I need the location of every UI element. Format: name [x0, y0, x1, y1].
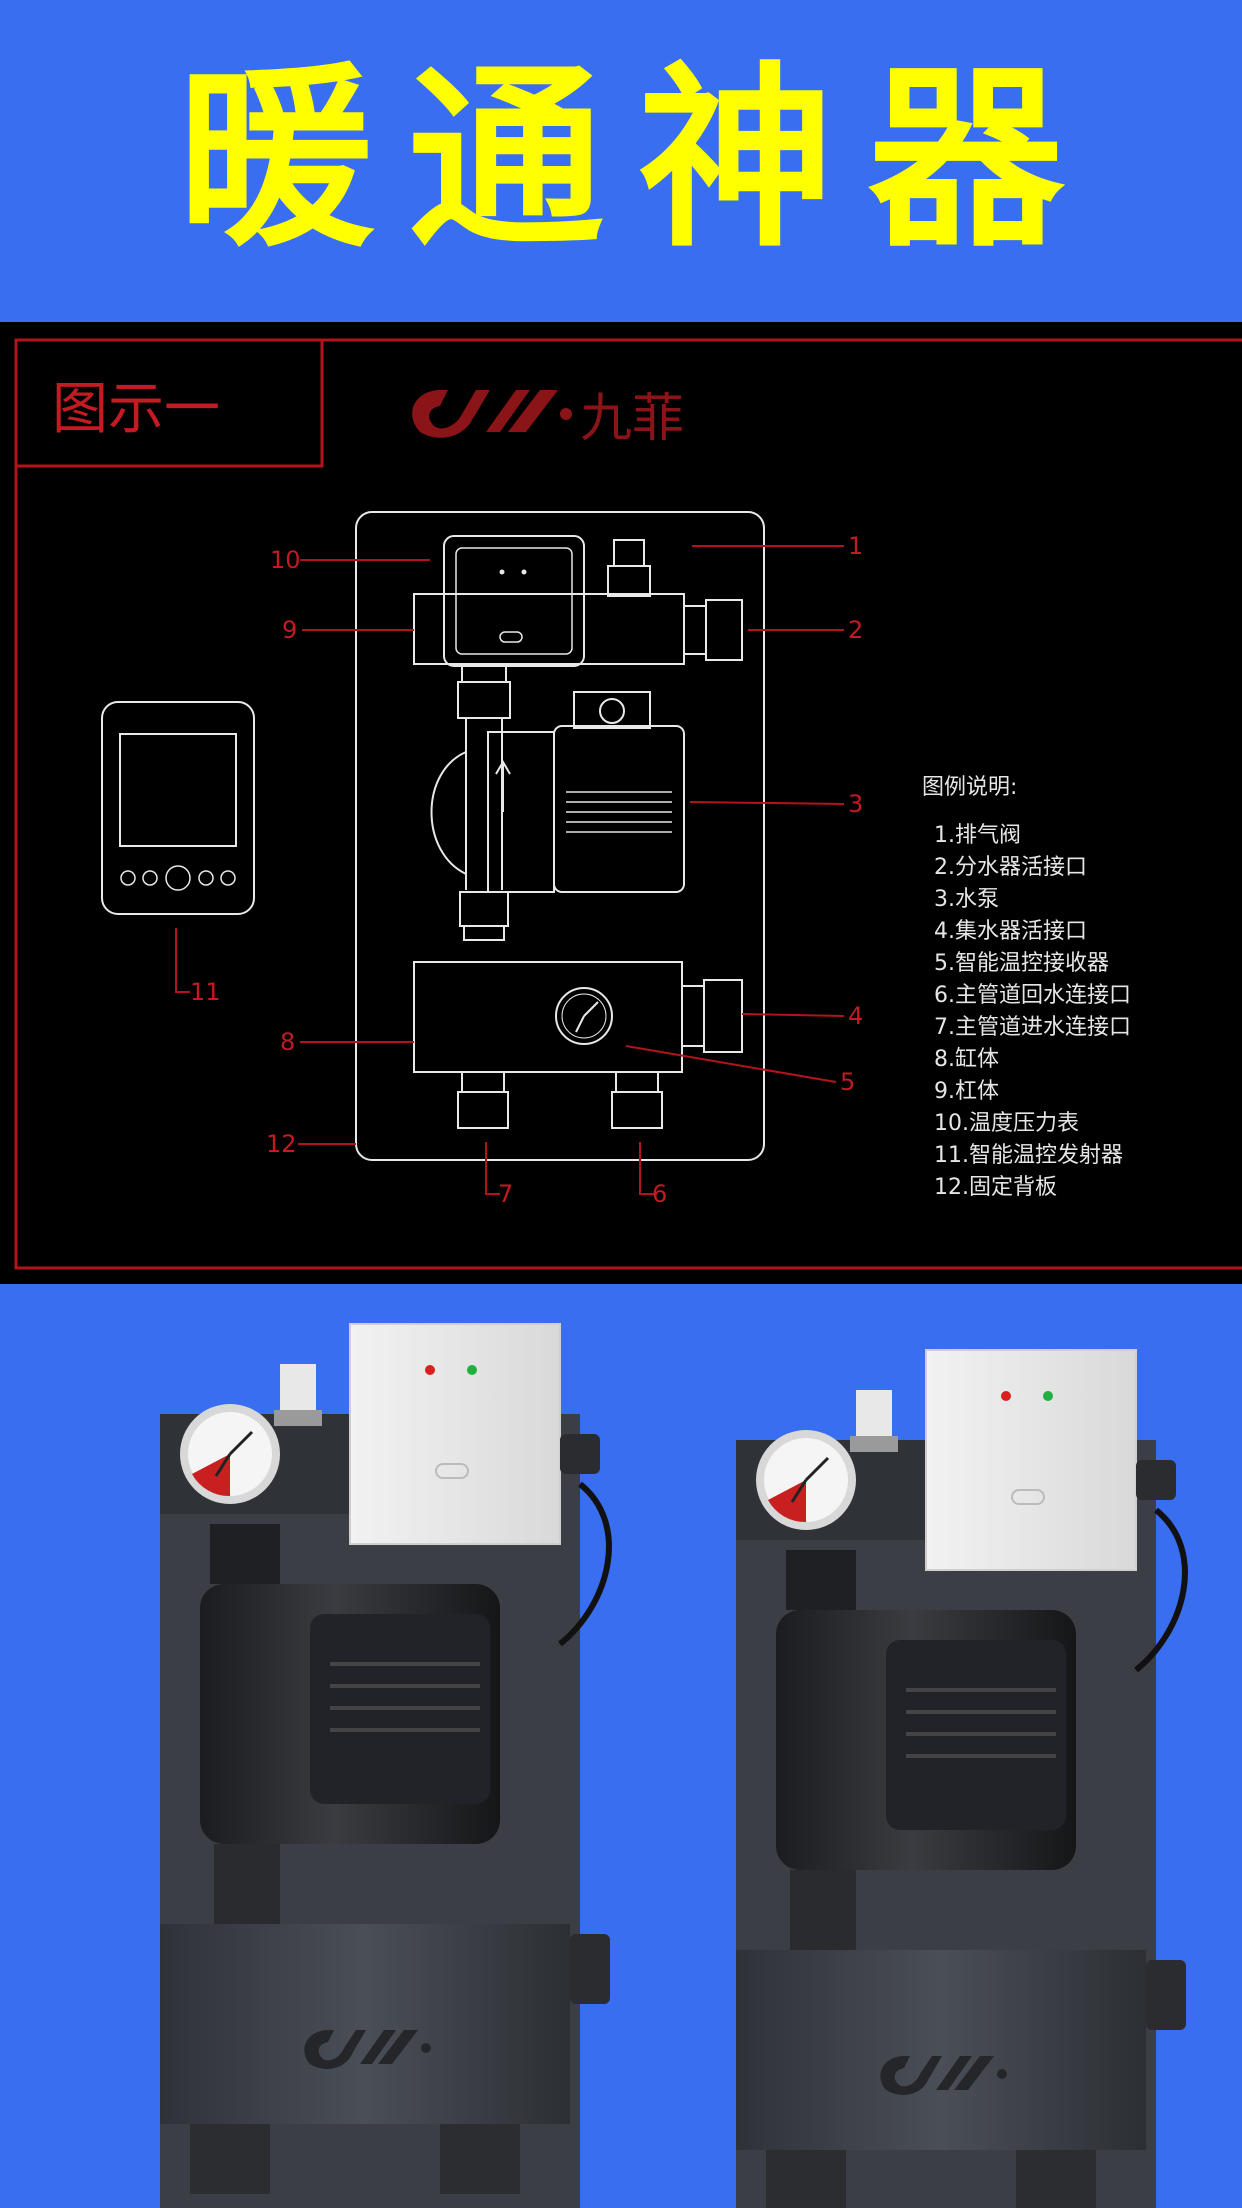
technical-diagram: 图示一 九菲	[0, 322, 1242, 1284]
legend-item: 3.水泵	[934, 887, 999, 912]
legend-item: 5.智能温控接收器	[934, 951, 1109, 976]
callout-6: 6	[652, 1180, 667, 1208]
page-title: 暖通神器	[177, 46, 1098, 274]
cylinder-body	[413, 961, 683, 1073]
legend-item: 9.杠体	[934, 1079, 999, 1104]
legend-heading: 图例说明:	[922, 775, 1018, 800]
callout-11: 11	[190, 978, 221, 1006]
legend-item: 6.主管道回水连接口	[934, 983, 1131, 1008]
brand-name: 九菲	[580, 389, 684, 449]
callout-10: 10	[270, 546, 301, 574]
callout-7: 7	[498, 1180, 513, 1208]
callout-3: 3	[848, 790, 863, 818]
diagram-drawing: 图示一 九菲	[14, 338, 1242, 1270]
figure-label-box	[14, 338, 324, 468]
legend-item: 12.固定背板	[934, 1175, 1057, 1200]
product-photo-left	[160, 1324, 610, 2208]
product-photo-right	[736, 1350, 1186, 2208]
legend-item: 7.主管道进水连接口	[934, 1015, 1131, 1040]
product-photos	[0, 1284, 1242, 2208]
callout-1: 1	[848, 532, 863, 560]
product-photo-pair	[0, 1284, 1242, 2208]
legend-item: 2.分水器活接口	[934, 855, 1087, 880]
legend-item: 4.集水器活接口	[934, 919, 1087, 944]
power-icon	[165, 865, 191, 891]
legend-item: 11.智能温控发射器	[934, 1143, 1123, 1168]
diagram-frame	[14, 338, 1242, 1270]
header-banner: 暖通神器	[0, 0, 1242, 322]
callout-leaders	[175, 545, 845, 1195]
brand-logo-icon	[412, 390, 572, 438]
callout-9: 9	[282, 616, 297, 644]
temperature-pressure-gauge-icon	[555, 987, 613, 1045]
callout-2: 2	[848, 616, 863, 644]
figure-label: 图示一	[52, 377, 220, 442]
legend-item: 8.缸体	[934, 1047, 999, 1072]
callout-5: 5	[840, 1068, 855, 1096]
callout-8: 8	[280, 1028, 295, 1056]
callout-4: 4	[848, 1002, 863, 1030]
thermostat-transmitter	[101, 701, 255, 915]
flow-arrow-icon	[495, 760, 511, 812]
legend-item: 1.排气阀	[934, 823, 1021, 848]
legend: 图例说明: 1.排气阀 2.分水器活接口 3.水泵 4.集水器活接口 5.智能温…	[922, 772, 1242, 1204]
air-vent	[613, 539, 645, 567]
back-plate	[355, 511, 765, 1161]
water-pump	[487, 731, 555, 893]
callout-12: 12	[266, 1130, 297, 1158]
receiver-box	[443, 535, 585, 667]
legend-item: 10.温度压力表	[934, 1111, 1079, 1136]
